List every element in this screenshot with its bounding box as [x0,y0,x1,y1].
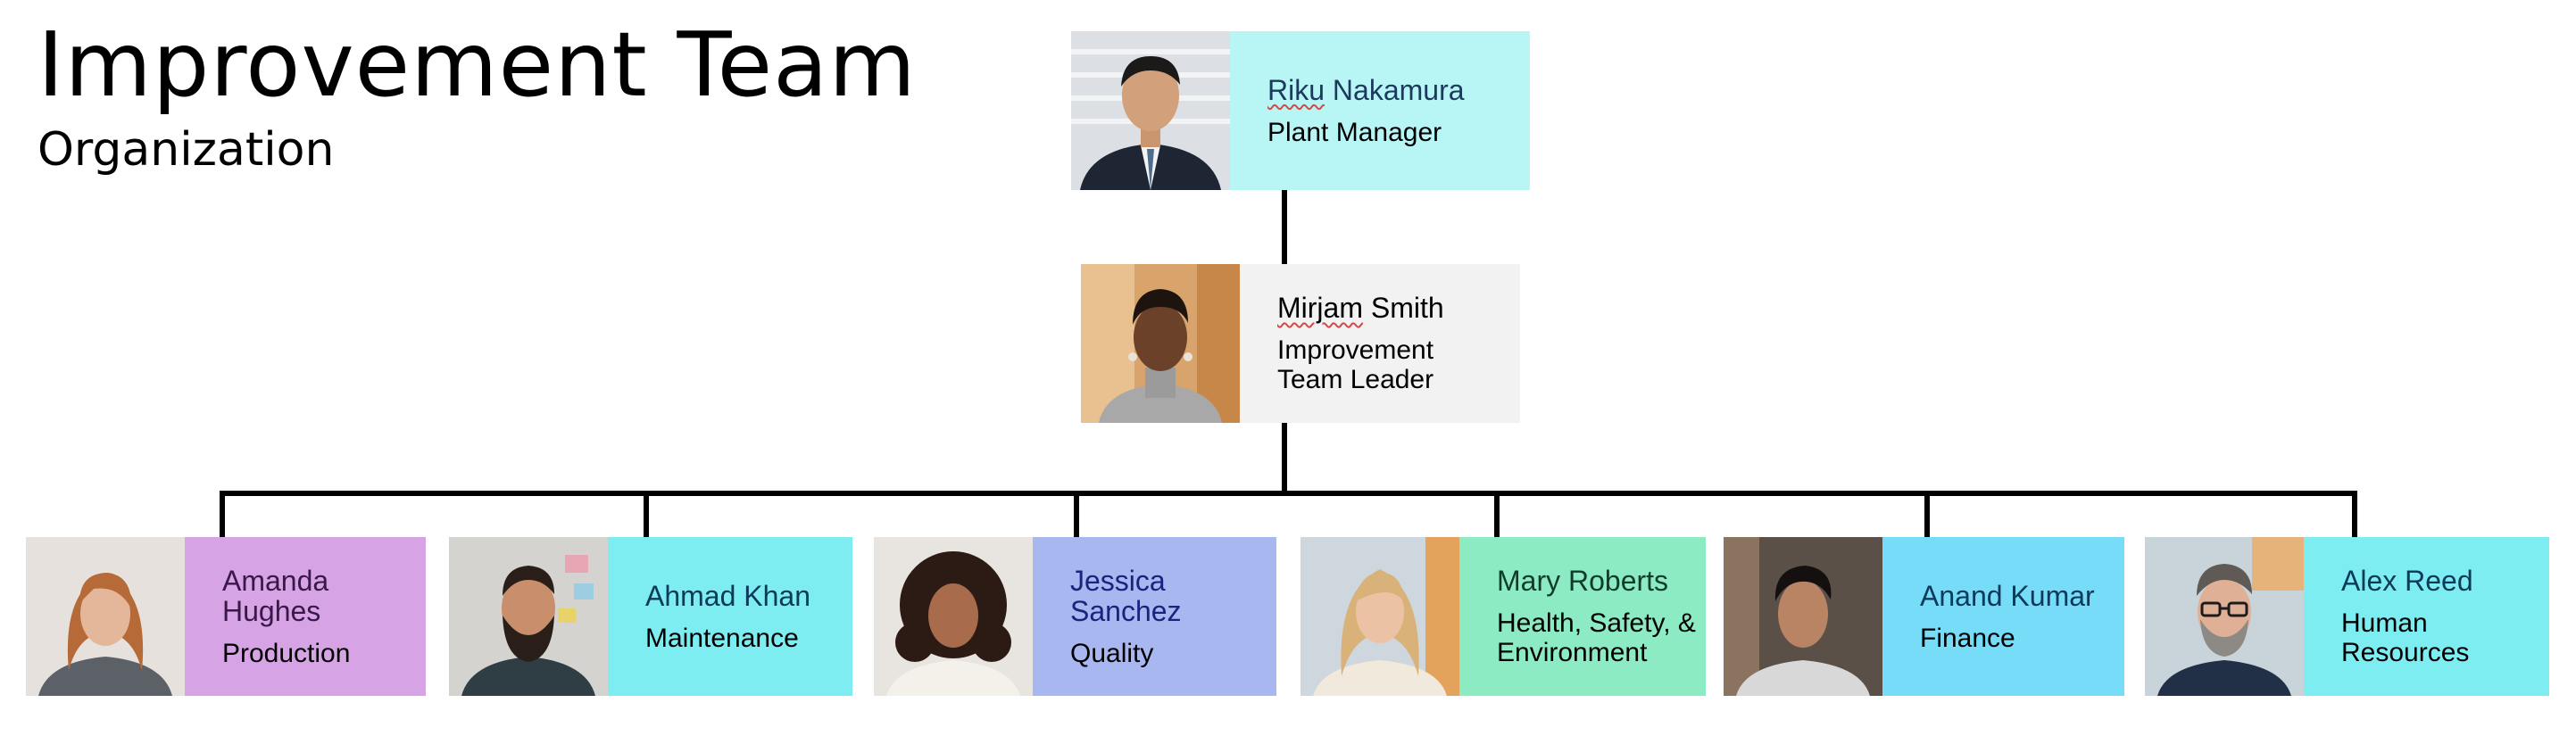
woman-blonde-hair-photo [1300,537,1459,696]
org-card-team-member[interactable]: Alex Reed Human Resources [2145,537,2549,696]
org-card-info: Amanda Hughes Production [185,537,426,696]
woman-curly-hair-photo [874,537,1033,696]
org-card-info: Ahmad Khan Maintenance [608,537,852,696]
person-role: Finance [1920,623,2015,653]
org-card-team-member[interactable]: Jessica Sanchez Quality [874,537,1276,696]
org-card-team-member[interactable]: Amanda Hughes Production [26,537,426,696]
person-role: Health, Safety, & Environment [1497,608,1696,667]
page-title: Improvement Team [37,12,917,117]
org-card-plant-manager-info: Riku Nakamura Plant Manager [1230,31,1530,190]
man-in-suit-photo [1071,31,1230,190]
org-card-info: Anand Kumar Finance [1882,537,2124,696]
name-first: Mirjam [1277,292,1363,324]
person-role: Improvement Team Leader [1277,335,1434,394]
org-card-team-member[interactable]: Ahmad Khan Maintenance [449,537,852,696]
person-name: Anand Kumar [1920,579,2095,612]
bearded-man-photo [449,537,608,696]
org-card-info: Alex Reed Human Resources [2304,537,2549,696]
person-role: Plant Manager [1267,117,1442,147]
woman-auburn-hair-photo [26,537,185,696]
person-name: Riku Nakamura [1267,75,1514,105]
man-glasses-photo [2145,537,2304,696]
org-card-team-member[interactable]: Mary Roberts Health, Safety, & Environme… [1300,537,1706,696]
person-name: Alex Reed [2341,565,2473,597]
person-role: Production [222,638,351,668]
org-card-info: Jessica Sanchez Quality [1033,537,1276,696]
person-name: Mirjam Smith [1277,293,1504,323]
org-card-plant-manager[interactable]: Riku Nakamura Plant Manager [1071,31,1530,190]
org-card-team-leader[interactable]: Mirjam Smith Improvement Team Leader [1081,264,1520,423]
person-name: Jessica Sanchez [1070,564,1182,627]
person-role: Quality [1070,638,1154,668]
person-role: Human Resources [2341,608,2470,667]
page-subtitle: Organization [37,123,335,177]
org-card-info: Mary Roberts Health, Safety, & Environme… [1459,537,1706,696]
name-last: Smith [1370,292,1444,324]
name-first: Riku [1267,73,1325,106]
name-last: Nakamura [1332,73,1465,106]
woman-short-hair-photo [1081,264,1240,423]
young-man-photo [1724,537,1882,696]
person-name: Mary Roberts [1497,565,1669,597]
person-role: Maintenance [645,623,799,653]
person-name: Amanda Hughes [222,564,329,627]
org-card-team-leader-info: Mirjam Smith Improvement Team Leader [1240,264,1520,423]
org-card-team-member[interactable]: Anand Kumar Finance [1724,537,2124,696]
person-name: Ahmad Khan [645,579,811,612]
